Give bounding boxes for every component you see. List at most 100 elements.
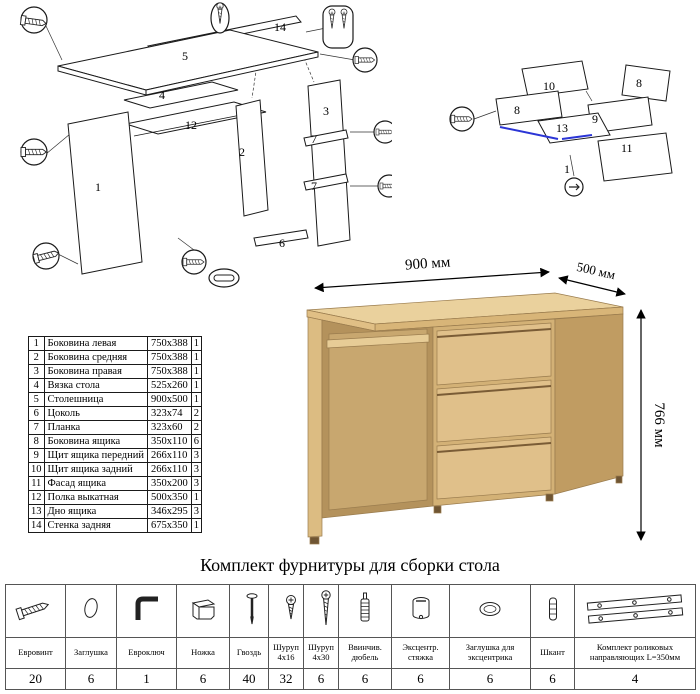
desk-width-dimension: 900 мм <box>405 254 452 273</box>
fastener-callouts <box>19 2 392 288</box>
hexkey-icon <box>135 596 158 620</box>
part-shape-plinth-6 <box>253 229 309 247</box>
part-size: 750x388 <box>146 350 192 365</box>
part-num: 12 <box>28 490 45 505</box>
hardware-icon-cell <box>229 584 269 638</box>
part-shape-rail-4 <box>123 81 239 109</box>
part-label: 3 <box>323 104 329 118</box>
hardware-kit-table: Евровинт Заглушка Евроключ Ножка Гвоздь … <box>5 584 696 690</box>
hardware-qty: 20 <box>5 668 66 690</box>
part-shape-drawer-back-10 <box>521 60 589 98</box>
hardware-qty: 6 <box>530 668 575 690</box>
part-label: 1 <box>564 162 570 176</box>
part-name: Фасад ящика <box>43 476 148 491</box>
part-qty: 1 <box>190 336 202 351</box>
part-name: Боковина левая <box>43 336 148 351</box>
part-name: Дно ящика <box>43 504 148 519</box>
part-qty: 1 <box>190 518 202 533</box>
part-name: Щит ящика передний <box>43 448 148 463</box>
hardware-names-row: Евровинт Заглушка Евроключ Ножка Гвоздь … <box>5 637 696 669</box>
part-size: 346x295 <box>146 504 192 519</box>
part-label: 2 <box>239 145 245 159</box>
hardware-icon-cell <box>176 584 230 638</box>
part-name: Щит ящика задний <box>43 462 148 477</box>
part-qty: 1 <box>190 364 202 379</box>
part-shape-desktop-5 <box>57 29 319 96</box>
part-size: 525x260 <box>146 378 192 393</box>
fastener-callouts <box>449 106 584 197</box>
part-label: 7 <box>311 179 317 193</box>
hardware-icons-row <box>5 584 696 638</box>
part-size: 350x200 <box>146 476 192 491</box>
part-shape-right-panel-3 <box>307 79 351 247</box>
part-qty: 6 <box>190 434 202 449</box>
part-qty: 3 <box>190 462 202 477</box>
part-name: Столешница <box>43 392 148 407</box>
hardware-name: Ввинчив. дюбель <box>338 637 392 669</box>
part-label: 8 <box>636 76 642 90</box>
part-label: 4 <box>159 88 165 102</box>
dowel-screw-icon <box>360 592 370 621</box>
part-shape-drawer-side-8-left <box>495 90 563 126</box>
hardware-icon-cell <box>116 584 177 638</box>
part-name: Планка <box>43 420 148 435</box>
camlock-cap-icon <box>479 601 501 616</box>
part-shape-middle-panel-2 <box>235 99 269 217</box>
drawer-slides-icon <box>586 593 684 624</box>
desk-exploded-diagram <box>19 2 392 288</box>
drawer-exploded-diagram <box>449 60 673 197</box>
part-num: 2 <box>28 350 45 365</box>
part-name: Боковина средняя <box>43 350 148 365</box>
part-shape-drawer-facade-11 <box>597 132 673 182</box>
hardware-icon-cell <box>65 584 117 638</box>
hardware-name: Шуруп 4x30 <box>303 637 339 669</box>
part-num: 8 <box>28 434 45 449</box>
part-qty: 3 <box>190 476 202 491</box>
part-num: 9 <box>28 448 45 463</box>
part-label: 5 <box>182 49 188 63</box>
part-size: 323x74 <box>146 406 192 421</box>
leader-lines <box>473 90 593 177</box>
part-size: 750x388 <box>146 364 192 379</box>
part-name: Боковина ящика <box>43 434 148 449</box>
cap-icon <box>84 597 98 618</box>
part-size: 266x110 <box>146 448 192 463</box>
part-shape-bar-7a <box>303 129 349 147</box>
part-num: 10 <box>28 462 45 477</box>
part-qty: 3 <box>190 504 202 519</box>
desk-render <box>306 292 624 545</box>
part-qty: 2 <box>190 420 202 435</box>
hardware-name: Эксцентр. стяжка <box>391 637 450 669</box>
part-name: Цоколь <box>43 406 148 421</box>
part-size: 266x110 <box>146 462 192 477</box>
part-num: 3 <box>28 364 45 379</box>
hardware-icon-cell <box>268 584 304 638</box>
hardware-qty: 6 <box>449 668 531 690</box>
desk-depth-dimension: 500 мм <box>575 259 617 282</box>
part-label: 13 <box>556 121 568 135</box>
part-shape-left-panel-1 <box>67 111 143 275</box>
hardware-name: Заглушка <box>65 637 117 669</box>
screw-4x16-icon <box>286 594 296 619</box>
part-label: 10 <box>543 79 555 93</box>
part-label: 11 <box>621 141 633 155</box>
part-qty: 1 <box>190 392 202 407</box>
part-num: 1 <box>28 336 45 351</box>
hardware-qty: 32 <box>268 668 304 690</box>
foot-icon <box>191 598 216 619</box>
part-qty: 1 <box>190 350 202 365</box>
part-label: 14 <box>274 20 286 34</box>
hardware-icon-cell <box>574 584 696 638</box>
